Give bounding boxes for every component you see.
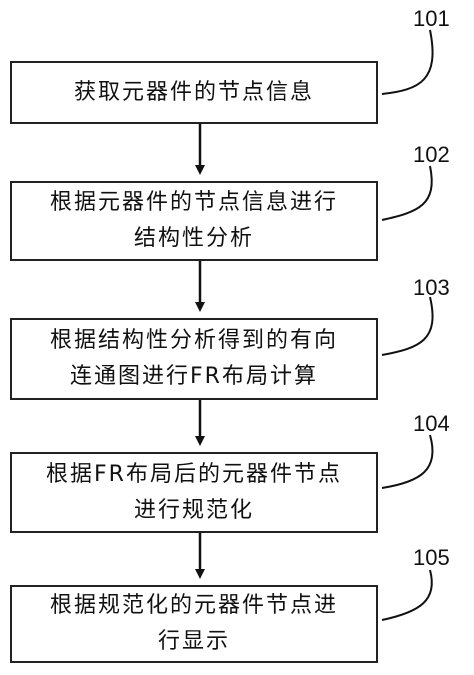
ref-label-103: 103 <box>413 275 450 300</box>
step-box-104: 根据FR布局后的元器件节点 进行规范化 <box>10 452 378 533</box>
step-box-102: 根据元器件的节点信息进行 结构性分析 <box>10 181 378 261</box>
step-text-105: 根据规范化的元器件节点进 行显示 <box>49 593 338 654</box>
ref-label-102: 102 <box>413 142 450 167</box>
ref-label-104: 104 <box>413 411 450 436</box>
leader-line-104 <box>381 434 434 489</box>
step-box-101: 获取元器件的节点信息 <box>10 61 378 124</box>
leader-line-103 <box>381 296 434 356</box>
step-box-103: 根据结构性分析得到的有向 连通图进行FR布局计算 <box>10 318 378 400</box>
leader-line-101 <box>381 29 434 95</box>
step-text-101: 获取元器件的节点信息 <box>73 79 314 105</box>
step-text-102: 根据元器件的节点信息进行 结构性分析 <box>49 190 338 251</box>
ref-label-105: 105 <box>413 545 450 570</box>
leader-line-102 <box>381 165 433 221</box>
ref-label-101: 101 <box>413 6 450 31</box>
leader-line-105 <box>381 569 433 621</box>
step-text-104: 根据FR布局后的元器件节点 进行规范化 <box>46 461 342 523</box>
step-box-105: 根据规范化的元器件节点进 行显示 <box>10 585 378 663</box>
step-text-103: 根据结构性分析得到的有向 连通图进行FR布局计算 <box>49 328 338 389</box>
